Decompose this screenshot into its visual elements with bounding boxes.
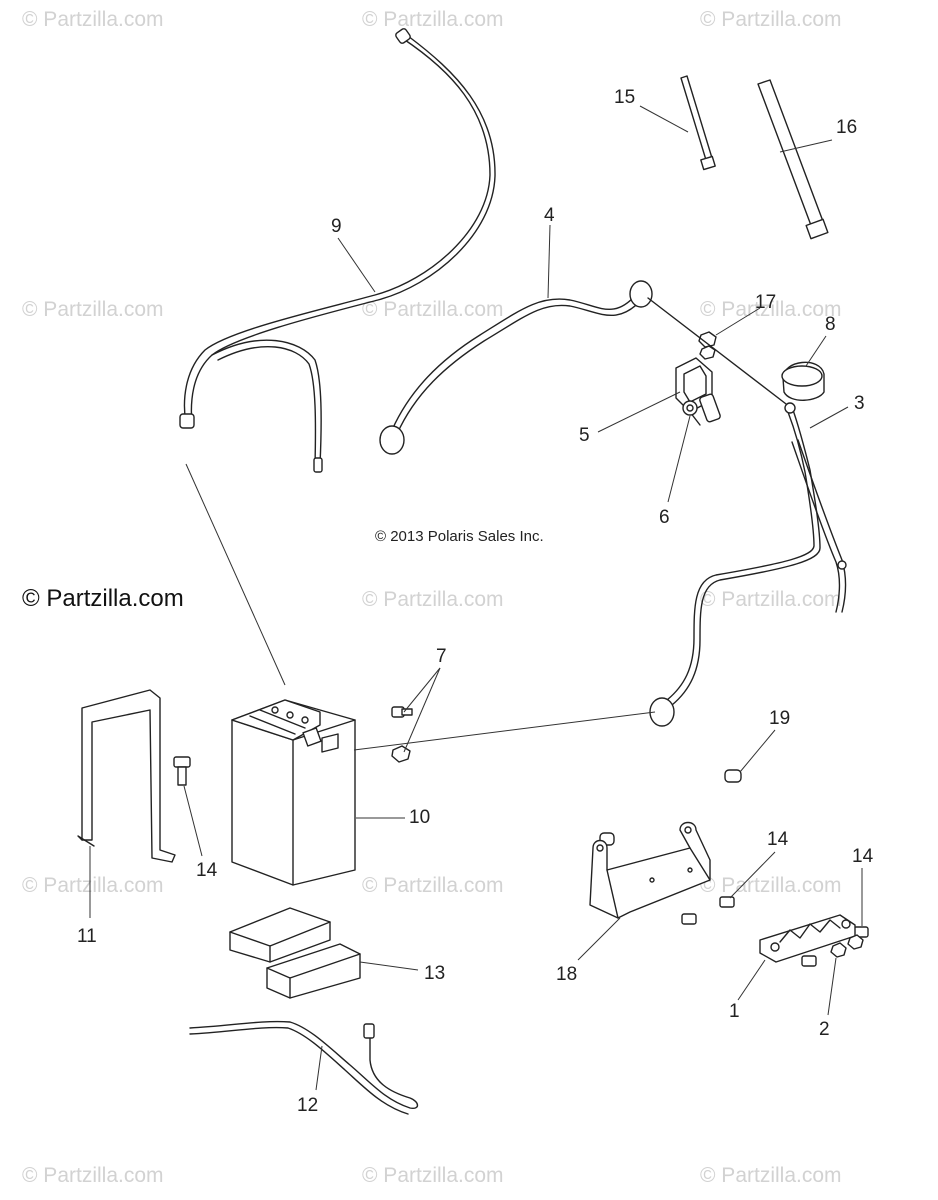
callout-4: 4 — [544, 205, 555, 226]
watermark: © Partzilla.com — [700, 8, 842, 31]
part-11-bracket — [77, 689, 176, 863]
callout-19: 19 — [769, 708, 790, 729]
watermark: © Partzilla.com — [22, 1164, 164, 1187]
part-6-nut — [682, 400, 698, 416]
part-9-cable — [179, 28, 496, 473]
callout-18: 18 — [556, 964, 577, 985]
callout-5: 5 — [579, 425, 590, 446]
callout-13: 13 — [424, 963, 445, 984]
callout-9: 9 — [331, 216, 342, 237]
watermarks: © Partzilla.com © Partzilla.com © Partzi… — [22, 8, 842, 1187]
callout-14: 14 — [767, 829, 789, 850]
part-2-hardware — [801, 934, 864, 967]
part-3-cable — [647, 297, 847, 727]
part-16-tie — [757, 79, 829, 240]
watermark: © Partzilla.com — [700, 1164, 842, 1187]
part-8-boot — [781, 361, 825, 401]
callouts: 1 2 3 4 5 6 7 8 9 10 11 12 13 14 14 14 1… — [77, 87, 874, 1116]
partzilla-brand-label: © Partzilla.com — [22, 585, 184, 612]
part-13-pad — [229, 907, 361, 999]
watermark: © Partzilla.com — [362, 8, 504, 31]
part-10-battery — [231, 699, 356, 886]
callout-3: 3 — [854, 393, 865, 414]
part-19-fastener — [599, 769, 742, 846]
callout-10: 10 — [409, 807, 430, 828]
watermark: © Partzilla.com — [700, 588, 842, 611]
callout-6: 6 — [659, 507, 670, 528]
part-12-rod — [189, 1020, 419, 1115]
part-14-bolt — [681, 896, 869, 938]
watermark: © Partzilla.com — [700, 298, 842, 321]
callout-7: 7 — [436, 646, 447, 667]
callout-8: 8 — [825, 314, 836, 335]
part-4-cable — [379, 280, 653, 455]
part-7-hardware — [391, 706, 413, 763]
watermark: © Partzilla.com — [700, 874, 842, 897]
callout-14: 14 — [852, 846, 874, 867]
part-17-nut — [698, 331, 717, 360]
copyright-notice: © 2013 Polaris Sales Inc. — [375, 528, 544, 545]
part-5-solenoid — [675, 357, 721, 426]
callout-16: 16 — [836, 117, 857, 138]
part-15-tie — [680, 75, 716, 171]
callout-1: 1 — [729, 1001, 740, 1022]
watermark: © Partzilla.com — [362, 588, 504, 611]
part-14-bolt — [173, 756, 191, 786]
leader-lines — [89, 105, 863, 1091]
watermark: © Partzilla.com — [22, 874, 164, 897]
watermark: © Partzilla.com — [22, 8, 164, 31]
watermark: © Partzilla.com — [362, 1164, 504, 1187]
watermark: © Partzilla.com — [362, 298, 504, 321]
watermark: © Partzilla.com — [22, 298, 164, 321]
watermark: © Partzilla.com — [362, 874, 504, 897]
callout-15: 15 — [614, 87, 635, 108]
callout-2: 2 — [819, 1019, 830, 1040]
callout-12: 12 — [297, 1095, 318, 1116]
part-18-bracket — [589, 821, 711, 919]
callout-14: 14 — [196, 860, 218, 881]
callout-11: 11 — [77, 926, 97, 947]
callout-17: 17 — [755, 292, 776, 313]
